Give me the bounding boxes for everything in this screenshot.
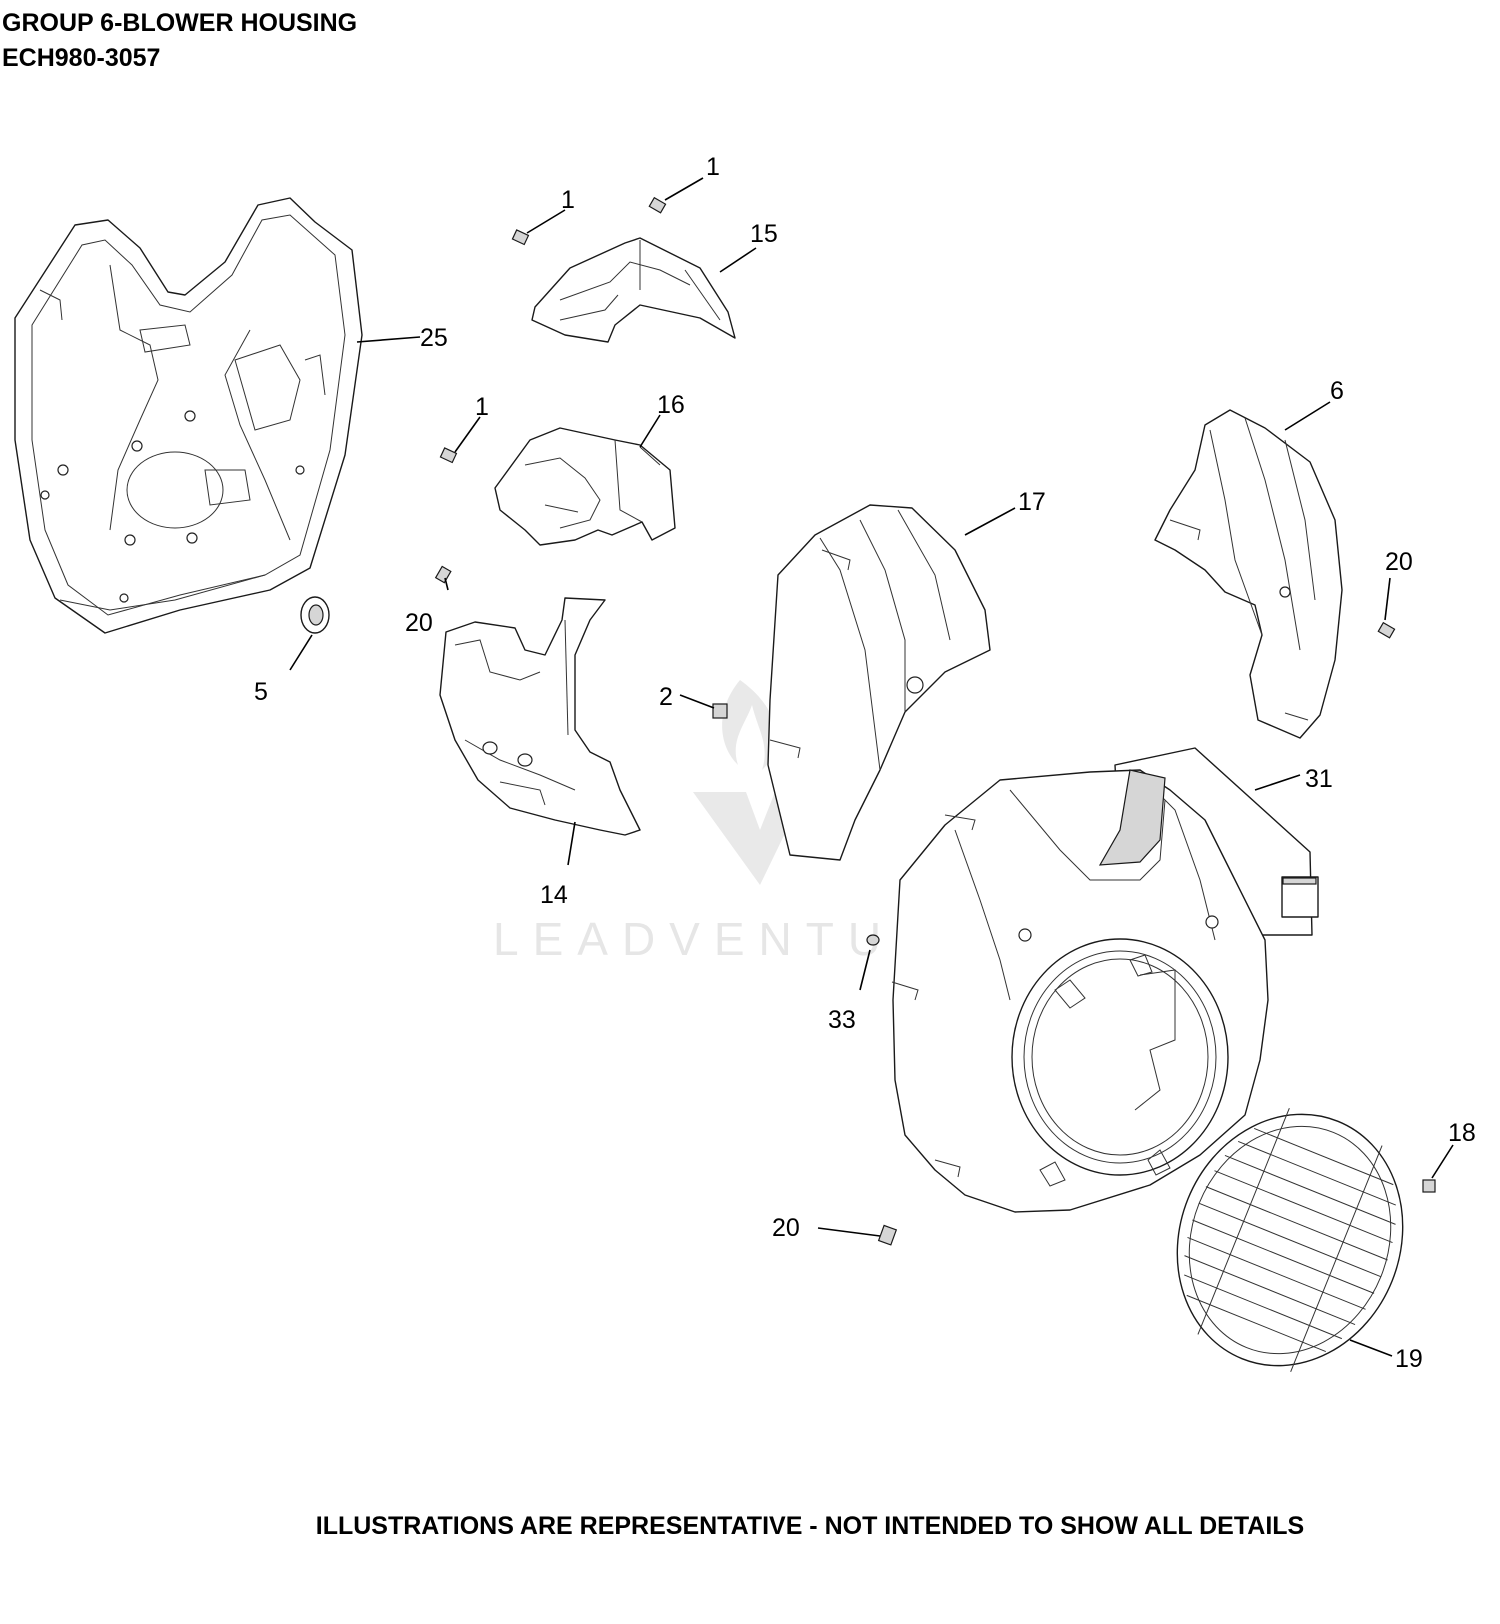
model-code: ECH980-3057	[2, 44, 161, 72]
part-25-backplate	[14, 197, 363, 634]
callout-18: 18	[1448, 1119, 1476, 1147]
callout-20: 20	[772, 1214, 800, 1242]
leader-lines	[289, 177, 1454, 1357]
part-16-middle-baffle	[494, 427, 676, 546]
callout-25: 25	[420, 324, 448, 352]
callout-1: 1	[706, 153, 720, 181]
callout-15: 15	[750, 220, 778, 248]
screw-20b	[1377, 621, 1396, 639]
screw-20a	[434, 565, 452, 584]
watermark-logo: LEADVENTURE	[493, 680, 987, 965]
callout-33: 33	[828, 1006, 856, 1034]
callout-1: 1	[561, 186, 575, 214]
part-6-right-shroud	[1154, 409, 1343, 739]
callout-19: 19	[1395, 1345, 1423, 1373]
main-blower-housing	[891, 769, 1269, 1213]
callout-20: 20	[405, 609, 433, 637]
screw-1a	[511, 229, 530, 246]
watermark-text: LEADVENTURE	[493, 913, 987, 965]
screw-1b	[648, 196, 667, 214]
part-17-side-shroud	[767, 504, 991, 861]
screw-18	[1422, 1179, 1436, 1193]
part-15-upper-baffle	[531, 237, 736, 343]
callout-numbers: 1 1 15 25 1 16 6 17 20 20 5 2 31 14 33 1…	[254, 153, 1476, 1373]
callout-6: 6	[1330, 377, 1344, 405]
callout-1: 1	[475, 393, 489, 421]
callout-17: 17	[1018, 488, 1046, 516]
part-33-nut	[866, 934, 880, 946]
part-14-lower-baffle	[439, 597, 641, 836]
diagram-title: GROUP 6-BLOWER HOUSING	[2, 9, 358, 37]
callout-2: 2	[659, 683, 673, 711]
part-5-grommet	[300, 596, 330, 634]
callout-20: 20	[1385, 548, 1413, 576]
screw-1c	[439, 447, 458, 464]
clip-2	[712, 703, 728, 719]
screw-20c	[877, 1224, 898, 1246]
callout-16: 16	[657, 391, 685, 419]
callout-31: 31	[1305, 765, 1333, 793]
callout-5: 5	[254, 678, 268, 706]
part-19-grille	[1176, 1107, 1404, 1373]
disclaimer-footer: ILLUSTRATIONS ARE REPRESENTATIVE - NOT I…	[315, 1512, 1305, 1540]
callout-14: 14	[540, 881, 568, 909]
